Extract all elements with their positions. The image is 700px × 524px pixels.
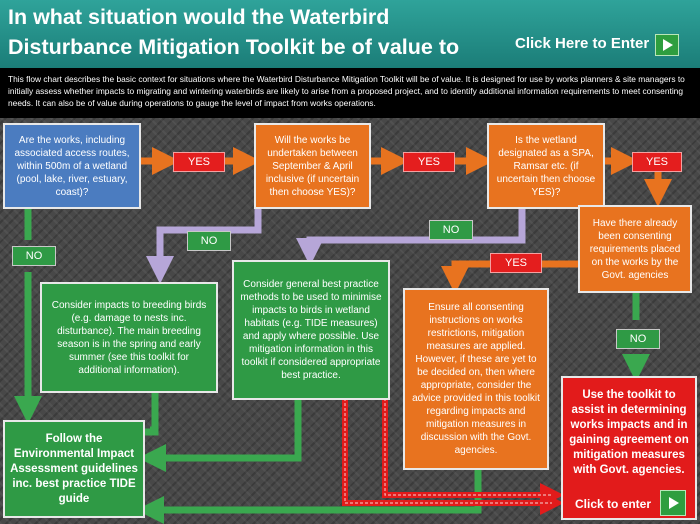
intro-text: This flow chart describes the basic cont… (8, 74, 685, 108)
enter-button-top[interactable]: Click Here to Enter (515, 33, 695, 57)
best-practice-box: Consider general best practice methods t… (232, 260, 390, 400)
no-tag: NO (12, 246, 56, 266)
play-arrow-icon[interactable] (660, 490, 686, 516)
enter-button-bottom[interactable]: Click to enter (570, 490, 695, 518)
question-box-consenting: Have there already been consenting requi… (578, 205, 692, 293)
consent-arrow-dashes (344, 398, 552, 504)
intro-panel: This flow chart describes the basic cont… (0, 68, 700, 118)
yes-tag: YES (490, 253, 542, 273)
enter-button-bottom-label: Click to enter (575, 497, 652, 511)
no-tag: NO (429, 220, 473, 240)
yes-tag: YES (403, 152, 455, 172)
question-box-designation: Is the wetland designated as a SPA, Rams… (487, 123, 605, 209)
eia-guidelines-box: Follow the Environmental Impact Assessme… (3, 420, 145, 518)
yes-tag: YES (173, 152, 225, 172)
yes-tag: YES (632, 152, 682, 172)
no-tag: NO (187, 231, 231, 251)
enter-button-label: Click Here to Enter (515, 35, 650, 52)
no-tag: NO (616, 329, 660, 349)
no-arrows-green (14, 208, 650, 524)
question-box-timing: Will the works be undertaken between Sep… (254, 123, 371, 209)
question-box-near-wetland: Are the works, including associated acce… (3, 123, 141, 209)
no-arrows-lavender (146, 205, 526, 284)
consenting-instructions-box: Ensure all consenting instructions on wo… (403, 288, 549, 470)
breeding-birds-box: Consider impacts to breeding birds (e.g.… (40, 282, 218, 393)
play-arrow-icon[interactable] (655, 34, 679, 56)
